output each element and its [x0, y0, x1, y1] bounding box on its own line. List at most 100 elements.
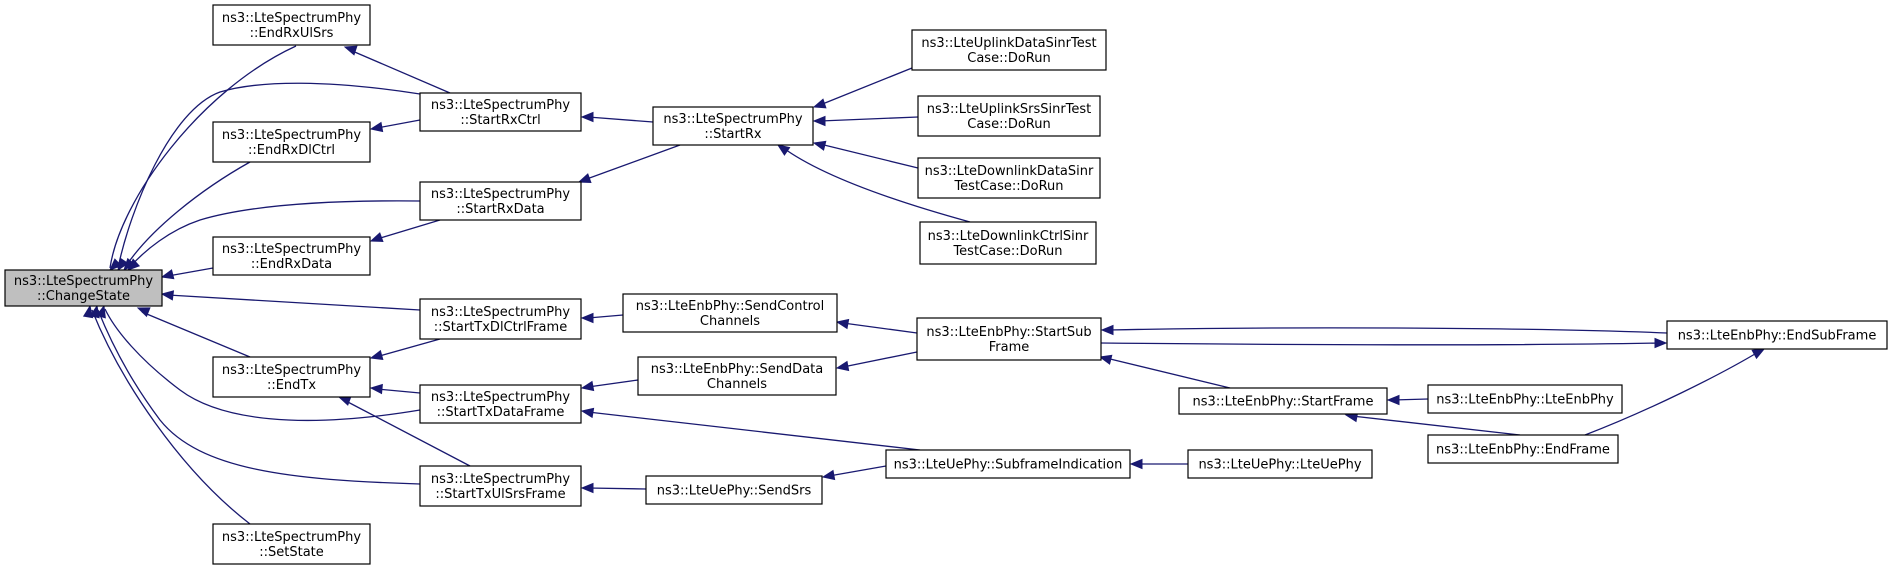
node-box[interactable]: [919, 221, 1097, 265]
node-start-rx[interactable]: ns3::LteSpectrumPhy::StartRx: [652, 106, 814, 146]
node-box[interactable]: [916, 317, 1102, 361]
node-box[interactable]: [419, 465, 582, 507]
node-box[interactable]: [212, 523, 371, 565]
edge-lteEnbPhyCtor-to-startFrame: [1386, 394, 1429, 406]
node-label-line: ns3::LteUePhy::SendSrs: [657, 484, 812, 499]
node-box[interactable]: [212, 121, 371, 163]
edge-line: [104, 308, 421, 422]
node-end-rx-ul-srs[interactable]: ns3::LteSpectrumPhy::EndRxUlSrs: [212, 4, 371, 46]
edge-subframeIndication-to-startTxDataFrame: [580, 407, 921, 451]
edge-startSubFrame-to-sendDataChannels: [835, 351, 918, 372]
node-label-line: ns3::LteSpectrumPhy: [222, 242, 361, 257]
node-end-rx-data[interactable]: ns3::LteSpectrumPhy::EndRxData: [212, 236, 371, 276]
node-box[interactable]: [1178, 387, 1388, 415]
edge-ulDataSinrTest-to-startRx: [812, 67, 913, 109]
edge-line: [1107, 327, 1668, 334]
node-box[interactable]: [212, 4, 371, 46]
node-change-state[interactable]: ns3::LteSpectrumPhy::ChangeState: [4, 269, 163, 307]
node-start-rx-ctrl[interactable]: ns3::LteSpectrumPhy::StartRxCtrl: [419, 92, 582, 132]
edge-startRx-to-startRxCtrl: [580, 111, 654, 123]
edge-line: [376, 388, 421, 394]
node-label-line: ns3::LteEnbPhy::StartFrame: [1193, 395, 1374, 410]
node-box[interactable]: [1187, 449, 1373, 479]
edge-endFrame-to-endSubFrame: [1584, 348, 1766, 436]
node-box[interactable]: [1666, 320, 1888, 350]
node-label-line: ::EndRxUlSrs: [250, 26, 334, 41]
node-label-line: ns3::LteEnbPhy::SendData: [651, 362, 823, 377]
edge-line: [781, 146, 971, 223]
node-box[interactable]: [212, 236, 371, 276]
node-label-line: ns3::LteEnbPhy::StartSub: [926, 325, 1091, 340]
node-box[interactable]: [1427, 384, 1623, 414]
node-label-line: Case::DoRun: [967, 51, 1050, 66]
node-box[interactable]: [419, 384, 582, 424]
node-box[interactable]: [622, 293, 838, 333]
node-box[interactable]: [917, 157, 1101, 199]
edge-startFrame-to-startSubFrame: [1098, 354, 1231, 389]
node-box[interactable]: [885, 449, 1131, 479]
edge-line: [819, 143, 919, 169]
edge-line: [583, 144, 681, 181]
node-end-sub-frame[interactable]: ns3::LteEnbPhy::EndSubFrame: [1666, 320, 1888, 350]
arrowhead-icon: [1386, 394, 1400, 406]
edge-line: [117, 82, 421, 269]
edge-line: [1100, 342, 1661, 346]
node-lte-ue-phy-ctor[interactable]: ns3::LteUePhy::LteUePhy: [1187, 449, 1373, 479]
node-box[interactable]: [917, 95, 1101, 137]
node-end-rx-dl-ctrl[interactable]: ns3::LteSpectrumPhy::EndRxDlCtrl: [212, 121, 371, 163]
call-edges: [82, 45, 1766, 525]
node-label-line: ns3::LteEnbPhy::LteEnbPhy: [1436, 393, 1614, 408]
edge-startRxCtrl-to-endRxDlCtrl: [369, 119, 421, 133]
node-end-frame[interactable]: ns3::LteEnbPhy::EndFrame: [1427, 434, 1619, 464]
node-box[interactable]: [1427, 434, 1619, 464]
node-send-srs[interactable]: ns3::LteUePhy::SendSrs: [645, 475, 823, 505]
edge-line: [819, 67, 913, 106]
edge-setState-to-changeState: [82, 304, 251, 525]
node-label-line: ::StartTxDlCtrlFrame: [434, 320, 567, 335]
node-label-line: ns3::LteSpectrumPhy: [663, 112, 802, 127]
node-start-frame[interactable]: ns3::LteEnbPhy::StartFrame: [1178, 387, 1388, 415]
node-label-line: ns3::LteUePhy::LteUePhy: [1198, 458, 1361, 473]
edge-line: [91, 309, 251, 525]
node-label-line: ::SetState: [259, 545, 324, 560]
arrowhead-icon: [127, 258, 141, 271]
arrowhead-icon: [160, 290, 175, 301]
node-box[interactable]: [645, 475, 823, 505]
node-label-line: ::EndTx: [267, 378, 316, 393]
node-end-tx[interactable]: ns3::LteSpectrumPhy::EndTx: [212, 356, 371, 398]
node-box[interactable]: [419, 181, 582, 221]
node-box[interactable]: [652, 106, 814, 146]
node-box[interactable]: [4, 269, 163, 307]
node-box[interactable]: [419, 298, 582, 340]
arrowhead-icon: [812, 115, 826, 127]
edge-line: [1105, 357, 1231, 389]
node-box[interactable]: [911, 29, 1107, 71]
node-start-tx-data-frame[interactable]: ns3::LteSpectrumPhy::StartTxDataFrame: [419, 384, 582, 424]
arrowhead-icon: [160, 269, 175, 280]
arrowhead-icon: [580, 407, 595, 419]
edge-endFrame-to-startFrame: [1344, 411, 1521, 436]
arrowhead-icon: [369, 232, 384, 242]
node-set-state[interactable]: ns3::LteSpectrumPhy::SetState: [212, 523, 371, 565]
node-label-line: Channels: [707, 377, 767, 392]
node-box[interactable]: [212, 356, 371, 398]
edge-dlCtrlSinrTest-to-startRx: [776, 144, 971, 223]
node-start-rx-data[interactable]: ns3::LteSpectrumPhy::StartRxData: [419, 181, 582, 221]
node-start-tx-ul-srs-frame[interactable]: ns3::LteSpectrumPhy::StartTxUlSrsFrame: [419, 465, 582, 507]
node-start-tx-dl-ctrl-frame[interactable]: ns3::LteSpectrumPhy::StartTxDlCtrlFrame: [419, 298, 582, 340]
node-label-line: ns3::LteEnbPhy::SendControl: [636, 299, 824, 314]
node-subframe-indication[interactable]: ns3::LteUePhy::SubframeIndication: [885, 449, 1131, 479]
node-box[interactable]: [419, 92, 582, 132]
edge-line: [1393, 398, 1429, 401]
node-lte-enb-phy-ctor[interactable]: ns3::LteEnbPhy::LteEnbPhy: [1427, 384, 1623, 414]
node-box[interactable]: [637, 356, 837, 396]
node-label-line: ::EndRxData: [251, 257, 332, 272]
edge-line: [375, 338, 441, 358]
